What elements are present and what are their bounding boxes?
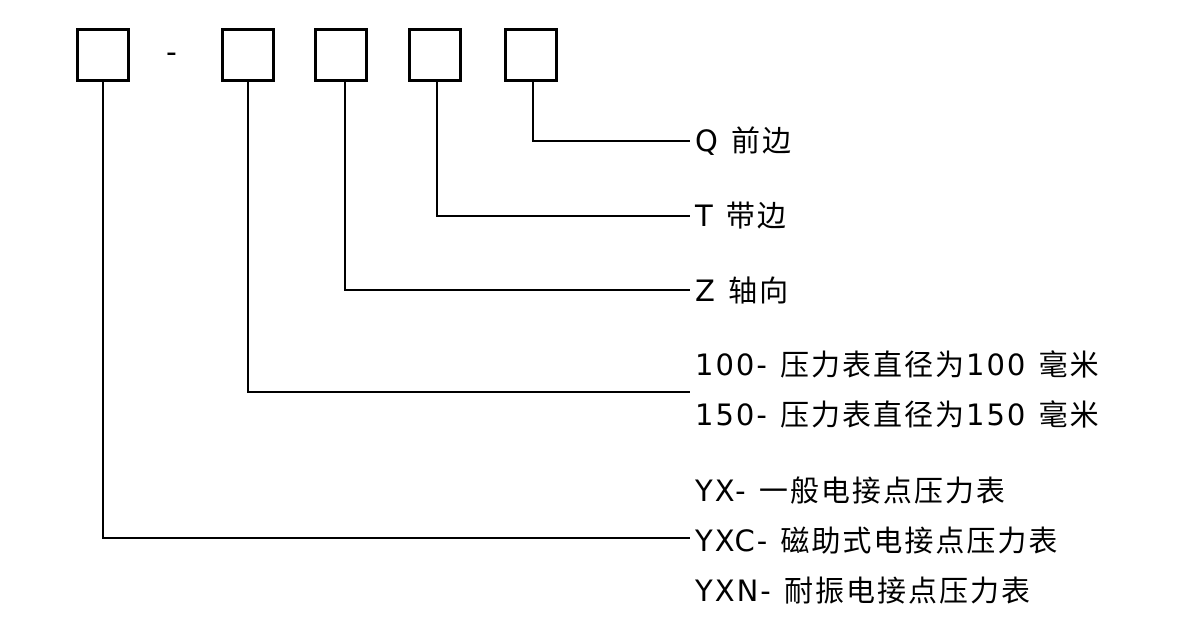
option-yxn-label: YXN- 耐振电接点压力表	[695, 574, 1032, 608]
option-yx-label: YX- 一般电接点压力表	[695, 474, 1007, 508]
code-box-mounting	[314, 28, 368, 82]
option-diameter-150-label: 150- 压力表直径为150 毫米	[695, 398, 1101, 432]
option-z-label: Z 轴向	[695, 274, 791, 308]
code-box-series	[76, 28, 130, 82]
connector-mounting	[344, 82, 690, 291]
connector-edge-type	[436, 82, 690, 217]
option-t-label: T 带边	[695, 199, 788, 233]
option-q-label: Q 前边	[695, 124, 794, 158]
option-yxc-label: YXC- 磁助式电接点压力表	[695, 524, 1060, 558]
code-box-edge-type	[408, 28, 462, 82]
option-diameter-100-label: 100- 压力表直径为100 毫米	[695, 348, 1101, 382]
connector-series	[102, 82, 690, 539]
connector-front-edge	[532, 82, 690, 142]
code-box-front-edge	[504, 28, 558, 82]
code-separator: -	[166, 35, 177, 70]
code-box-diameter	[221, 28, 275, 82]
connector-diameter	[247, 82, 690, 393]
